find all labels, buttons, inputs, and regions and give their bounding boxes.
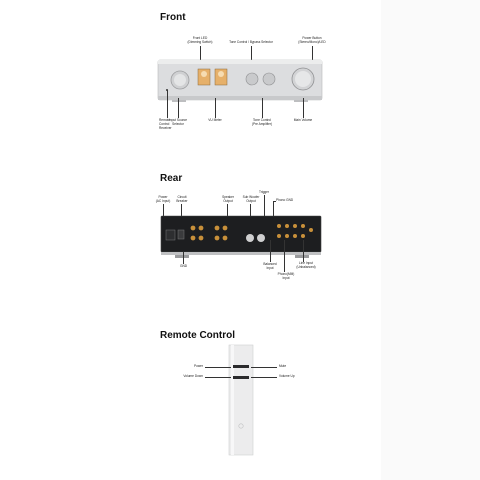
leader-line [251, 46, 252, 62]
label-remote-power: Power [193, 364, 203, 368]
label-balanced-input: Balanced Input [263, 262, 277, 270]
label-power-button: Power Button (Stereo/Mono)/LED [298, 36, 326, 44]
leader-line [270, 240, 271, 262]
leader-line [303, 98, 304, 118]
leader-line [163, 204, 164, 220]
leader-line [227, 204, 228, 220]
leader-line [273, 201, 274, 220]
label-power-ac: Power (AC Input) [155, 195, 171, 203]
label-tone-bypass: Tone Control / Bypass Selector [229, 40, 273, 44]
rear-panel-image [160, 215, 322, 258]
remote-title: Remote Control [160, 330, 235, 341]
background-panel [381, 0, 480, 480]
label-trigger: Trigger [259, 190, 269, 194]
leader-line [205, 377, 231, 378]
label-remote-volume-up: Volume Up [279, 374, 295, 378]
label-remote-volume-down: Volume Down [183, 374, 203, 378]
label-front-led: Front LED (Dimming Switch) [187, 36, 213, 44]
label-line-input: Line Input (Unbalanced) [296, 261, 316, 269]
label-input-selector: Input Source Selector [168, 118, 188, 126]
leader-line [264, 195, 265, 220]
label-circuit-breaker: Circuit Breaker [176, 195, 188, 203]
leader-line [251, 367, 277, 368]
rear-title: Rear [160, 173, 183, 184]
leader-line [312, 46, 313, 62]
leader-line [262, 98, 263, 118]
label-tone-control: Tone Control (Pre Amplifier) [251, 118, 273, 126]
leader-line [166, 90, 168, 118]
label-remote-mute: Mute [279, 364, 287, 368]
leader-line [284, 240, 285, 272]
leader-line [200, 46, 201, 62]
leader-line [215, 98, 216, 118]
front-title: Front [160, 12, 186, 23]
label-gnd: GND [180, 264, 188, 268]
label-phono-input: Phono(MM) Input [277, 272, 295, 280]
leader-line [273, 201, 276, 202]
leader-line [303, 240, 304, 262]
leader-line [205, 367, 231, 368]
label-main-volume: Main Volume [293, 118, 313, 122]
leader-line [251, 377, 277, 378]
label-speaker-output: Speaker Output [222, 195, 234, 203]
front-panel-image [157, 59, 323, 102]
label-vu-meter: VU Meter [208, 118, 222, 122]
leader-line [178, 98, 179, 118]
remote-control-image [228, 344, 254, 456]
label-sub-woofer: Sub Woofer Output [242, 195, 260, 203]
label-remote-receiver: Remote Control Receiver [159, 118, 172, 130]
leader-line [181, 204, 182, 220]
leader-line [250, 204, 251, 220]
leader-line [183, 252, 184, 264]
label-phono-gnd: Phono GND [276, 198, 294, 202]
